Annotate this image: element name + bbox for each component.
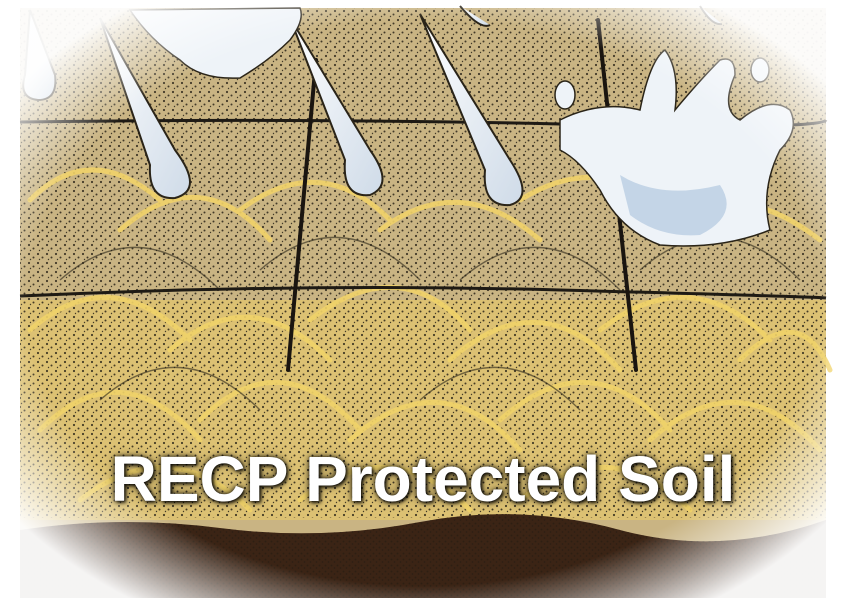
caption-title: RECP Protected Soil	[110, 443, 736, 515]
